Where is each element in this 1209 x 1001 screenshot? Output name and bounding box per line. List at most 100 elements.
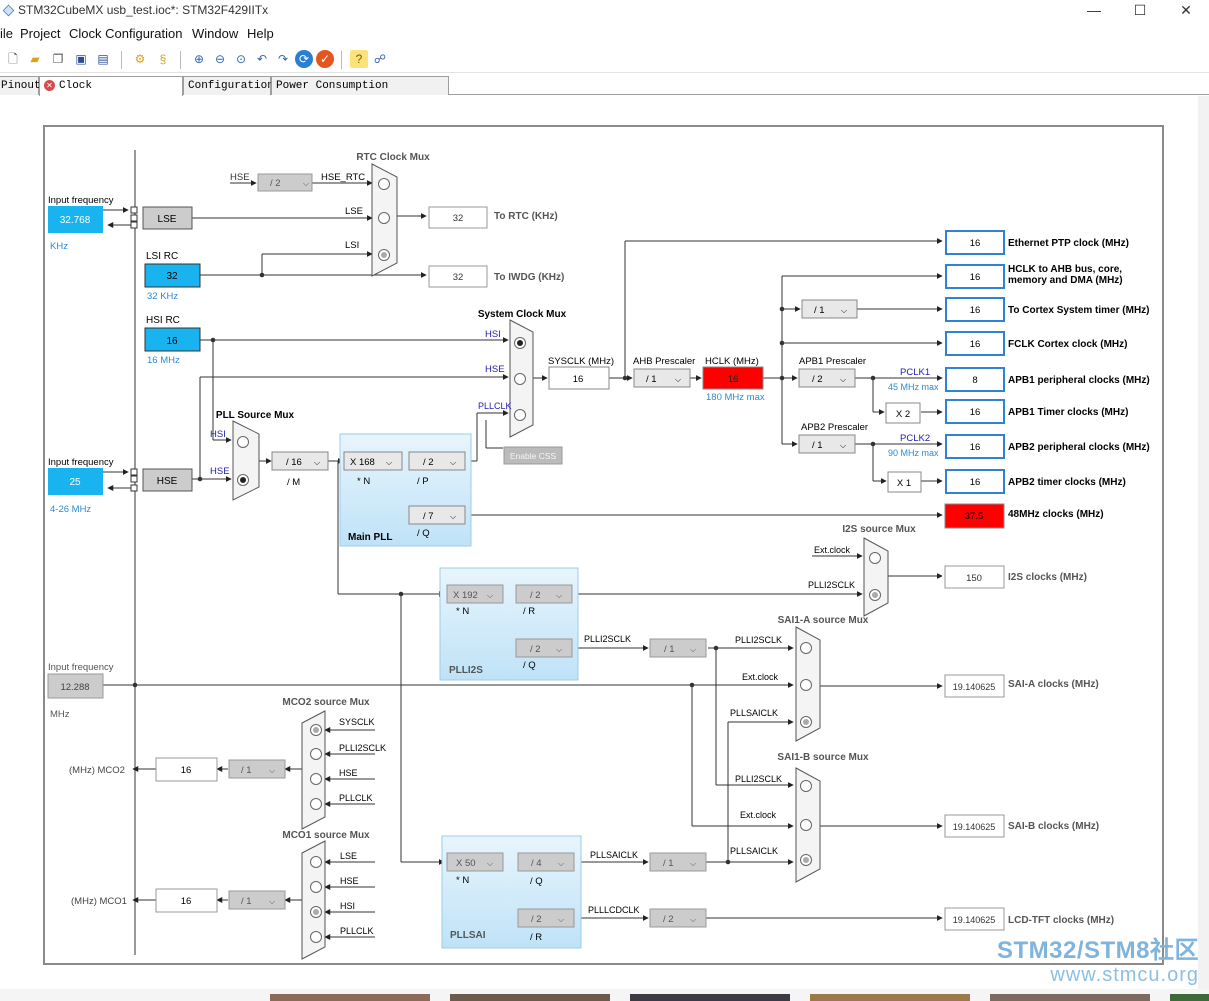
resolve-icon[interactable]: ✓ [316,50,334,68]
i2s-source-mux[interactable] [863,537,889,617]
chevron-down-icon: ⌵ [675,375,681,384]
close-tab-icon[interactable]: ✕ [44,80,55,91]
out-apb2-box[interactable] [945,434,1005,459]
saib-radio-1[interactable] [800,780,812,792]
saia-radio-1[interactable] [800,642,812,654]
tab-configuration[interactable]: Configuration [183,76,274,95]
hse-input-box[interactable] [48,468,103,495]
out-apb1-box[interactable] [945,367,1005,392]
zoom-in-icon[interactable]: ⊕ [193,52,205,66]
mco1-output-box [155,888,218,913]
pll-q-select[interactable] [408,505,466,525]
plli2s-q-select[interactable] [515,638,573,658]
pll-radio-hsi[interactable] [237,436,249,448]
mco1-div-select[interactable] [228,890,286,910]
hse-block-label: HSE [157,476,178,487]
mco2-input-2: PLLI2SCLK [339,743,386,753]
zoom-fit-icon[interactable]: ⊙ [235,52,247,66]
open-folder-icon[interactable]: ▰ [30,52,40,66]
close-button[interactable]: ✕ [1180,2,1192,18]
i2s-radio-ext[interactable] [869,552,881,564]
new-file-icon[interactable]: 🗋 [8,52,18,66]
out-apb2-timer-box[interactable] [945,469,1005,494]
save-icon[interactable]: ▣ [75,52,87,66]
save-as-icon[interactable]: ▤ [97,52,109,66]
sys-mux-hse: HSE [485,364,505,375]
i2s-output-label: I2S clocks (MHz) [1008,572,1087,583]
apb1-select[interactable] [798,368,856,388]
apb2-select[interactable] [798,434,856,454]
menu-file[interactable]: ile [0,26,14,41]
script-icon[interactable]: § [159,52,167,66]
sys-radio-hse[interactable] [514,373,526,385]
menu-window[interactable]: Window [192,26,239,41]
cortex-div-select[interactable] [801,299,858,319]
thumbnail [270,994,430,1001]
pllsai-n-select[interactable] [446,852,504,872]
out-ethernet-box[interactable] [945,230,1005,255]
undo-icon[interactable]: ↶ [256,52,268,66]
out-fclk-box[interactable] [945,331,1005,356]
plli2s-r-select[interactable] [515,584,573,604]
rtc-output-value: 32 [453,213,464,224]
pll-m-select[interactable] [271,451,329,471]
saib-radio-2[interactable] [800,819,812,831]
hsi-value: 16 [166,336,178,347]
pll-p-select[interactable] [408,451,466,471]
hclk-box[interactable] [702,366,764,390]
hse-block [142,468,193,492]
thumbnail [450,994,610,1001]
plli2s-n-select[interactable] [446,584,504,604]
rtc-div-value: / 2 [270,178,281,189]
hse-input-label: Input frequency [48,457,114,468]
sys-radio-pll[interactable] [514,409,526,421]
pllsai-q-select[interactable] [517,852,575,872]
out-cortex-timer-box[interactable] [945,297,1005,322]
menu-clock-configuration[interactable]: Clock Configuration [69,26,183,41]
about-icon[interactable]: ☍ [373,52,387,66]
redo-icon[interactable]: ↷ [277,52,289,66]
maximize-button[interactable]: ☐ [1133,2,1147,18]
out-hclk-box[interactable] [945,264,1005,289]
pllsai-lcd-div-select[interactable] [649,908,707,928]
ahb-select[interactable] [633,368,691,388]
sysclk-box[interactable] [548,366,610,390]
out-ethernet-value: 16 [970,238,981,249]
mco1-source-mux[interactable] [301,840,326,960]
mco2-div-select[interactable] [228,759,286,779]
rtc-radio-hse[interactable] [378,178,390,190]
reset-icon[interactable]: ⟳ [295,50,313,68]
copy-icon[interactable]: ❐ [52,52,64,66]
pllsai-n-label: * N [456,875,469,886]
saia-radio-2[interactable] [800,679,812,691]
minimize-button[interactable]: — [1087,2,1101,18]
pllsai-div-select[interactable] [649,852,707,872]
menu-project[interactable]: Project [20,26,61,41]
enable-css-button[interactable] [503,446,563,465]
menu-help[interactable]: Help [247,26,274,41]
plli2s-r-value: / 2 [530,590,541,601]
out-48mhz-box[interactable] [944,503,1005,529]
rtc-radio-lse[interactable] [378,212,390,224]
tab-pinout[interactable]: Pinout [0,76,41,95]
rtc-div-select[interactable] [257,173,313,192]
out-apb1-timer-box[interactable] [945,399,1005,424]
apb1-label: APB1 Prescaler [799,356,866,367]
mco1-radio-1[interactable] [310,856,322,868]
pllsai-r-select[interactable] [517,908,575,928]
mco2-radio-4[interactable] [310,798,322,810]
mco2-radio-2[interactable] [310,748,322,760]
mco2-radio-3[interactable] [310,773,322,785]
generate-icon[interactable]: ⚙ [134,52,146,66]
plli2s-div-select[interactable] [649,638,707,658]
mco1-radio-4[interactable] [310,931,322,943]
pll-n-select[interactable] [343,451,403,471]
lse-input-box[interactable] [48,206,103,233]
help-icon[interactable]: ? [350,50,368,68]
pll-source-mux[interactable] [232,420,260,501]
ext-input-box[interactable] [47,673,104,699]
mco1-radio-2[interactable] [310,881,322,893]
vertical-scrollbar[interactable] [1198,96,1209,989]
zoom-out-icon[interactable]: ⊖ [214,52,226,66]
